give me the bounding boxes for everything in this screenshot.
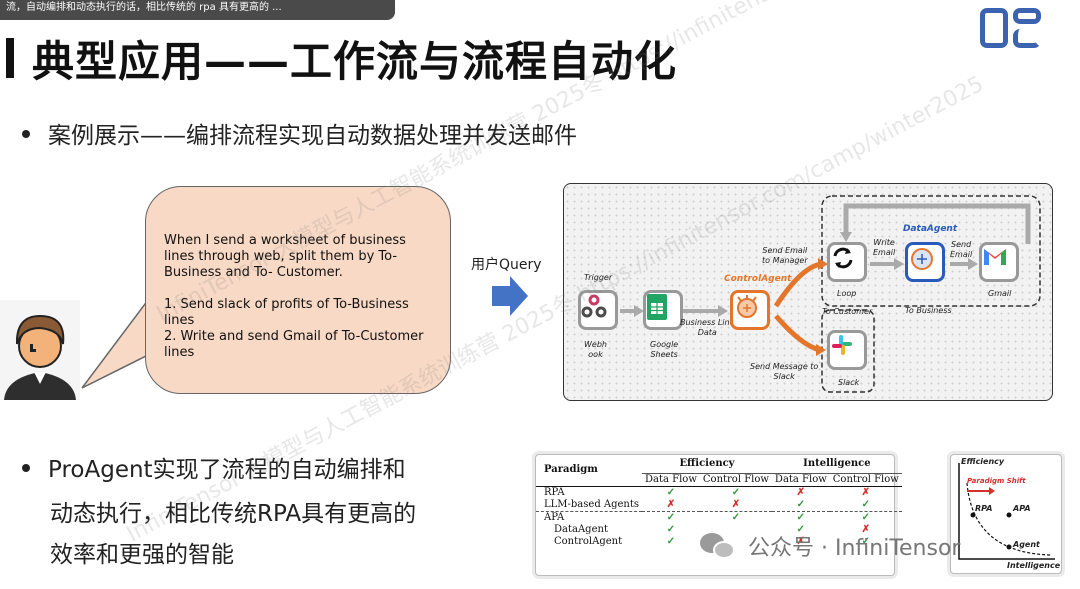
mark-cell: ✓ <box>861 511 870 523</box>
header-paradigm: Paradigm <box>536 455 643 487</box>
wechat-official-account-watermark: 公众号 · InfiniTensor <box>700 530 960 562</box>
bullet-case-demo: 案例展示——编排流程实现自动数据处理并发送邮件 <box>22 116 577 150</box>
mark-cell: ✓ <box>861 498 870 510</box>
header-intelligence: Intelligence <box>771 455 902 474</box>
table-row: ControlAgent ✓ ✗ ✓ <box>536 536 902 548</box>
chart-axes <box>958 463 1055 560</box>
mark-cell: ✓ <box>796 511 806 523</box>
label-gmail: Gmail <box>988 289 1012 298</box>
mark-cell: ✗ <box>796 535 806 547</box>
page-title: 典型应用——工作流与流程自动化 <box>32 37 678 86</box>
wechat-label: 公众号 · InfiniTensor <box>748 536 961 561</box>
bullet-proagent-continued: 动态执行，相比传统RPA具有更高的 效率和更强的智能 <box>50 494 416 576</box>
mark-cell: ✓ <box>731 486 741 498</box>
user-avatar-icon <box>0 300 80 400</box>
webhook-node <box>578 290 618 330</box>
table-row: DataAgent ✓ ✓ ✗ <box>536 524 902 536</box>
row-name: ControlAgent <box>554 535 623 547</box>
mark-cell: ✓ <box>666 486 676 498</box>
mark-cell: ✓ <box>861 535 870 547</box>
bullet-proagent-line3: 效率和更强的智能 <box>50 542 234 568</box>
gmail-icon <box>984 249 1006 265</box>
chart-label-efficiency: Efficiency <box>961 457 1005 466</box>
chart-label-rpa: RPA <box>975 504 993 513</box>
paradigm-comparison-table: Paradigm Efficiency Intelligence Data Fl… <box>535 454 902 576</box>
speech-item-2: 2. Write and send Gmail of To-Customer l… <box>164 329 424 360</box>
speech-intro: When I send a worksheet of business line… <box>164 233 406 280</box>
mark-cell: ✓ <box>666 511 676 523</box>
label-trigger: Trigger <box>584 273 613 282</box>
subheader-data-flow: Data Flow <box>774 473 827 485</box>
bullet-proagent: ProAgent实现了流程的自动编排和 <box>22 450 406 484</box>
mark-cell: ✓ <box>666 523 676 535</box>
brain-icon <box>737 295 757 318</box>
label-to-customer: To Customer <box>822 307 873 316</box>
bullet-proagent-line2: 动态执行，相比传统RPA具有更高的 <box>50 501 417 527</box>
mark-cell: ✗ <box>861 523 870 535</box>
speech-item-1: 1. Send slack of profits of To-Business … <box>164 297 409 328</box>
gmail-node <box>979 242 1019 282</box>
label-loop: Loop <box>837 289 857 298</box>
workflow-connectors <box>620 195 1041 393</box>
chart-label-intelligence: Intelligence <box>1007 561 1061 570</box>
video-caption-text: 流，自动编排和动态执行的话，相比传统的 rpa 具有更高的 ... <box>6 2 282 13</box>
chart-label-apa: APA <box>1013 504 1031 513</box>
mark-cell: ✗ <box>666 498 676 510</box>
mark-cell: ✓ <box>796 523 806 535</box>
mark-cell: ✗ <box>796 486 806 498</box>
chart-label-agent: Agent <box>1013 540 1040 549</box>
table-row: LLM-based Agents ✗ ✗ ✓ ✓ <box>536 498 902 511</box>
subheader-control-flow: Control Flow <box>702 473 769 485</box>
webhook-icon <box>581 294 607 318</box>
slack-node <box>827 330 867 370</box>
slack-icon <box>832 335 852 355</box>
subheader-data-flow: Data Flow <box>645 473 697 485</box>
user-query-label: 用户Query <box>471 257 542 273</box>
wechat-icon <box>700 531 738 561</box>
row-name: APA <box>544 511 565 523</box>
mark-cell: ✓ <box>796 498 806 510</box>
chart-label-paradigm-shift: Paradigm Shift <box>967 477 1026 485</box>
loop-node <box>827 242 867 282</box>
table-row: RPA ✓ ✓ ✗ ✗ <box>536 486 902 499</box>
right-arrow-icon <box>492 276 528 316</box>
bullet-proagent-line1: ProAgent实现了流程的自动编排和 <box>48 457 406 483</box>
paradigm-shift-chart: Efficiency Paradigm Shift RPA APA Agent … <box>950 454 1062 574</box>
video-caption-bar: 流，自动编排和动态执行的话，相比传统的 rpa 具有更高的 ... <box>0 0 395 20</box>
label-control-agent: ControlAgent <box>724 274 792 284</box>
mark-cell: ✗ <box>861 486 870 498</box>
label-slack: Slack <box>838 378 860 387</box>
bullet-case-demo-text: 案例展示——编排流程实现自动数据处理并发送邮件 <box>48 123 577 149</box>
label-data-agent: DataAgent <box>903 224 958 234</box>
table-row: APA ✓ ✓ ✓ ✓ <box>536 511 902 524</box>
google-sheets-node <box>643 290 683 330</box>
user-query-speech-bubble: When I send a worksheet of business line… <box>145 186 451 394</box>
bullet-dot <box>22 463 30 472</box>
row-name: LLM-based Agents <box>544 498 640 510</box>
header-efficiency: Efficiency <box>642 455 772 474</box>
qiyuan-logo <box>980 6 1042 50</box>
row-name: DataAgent <box>554 523 608 535</box>
data-agent-brain-icon <box>911 248 933 270</box>
control-agent-node <box>730 290 770 330</box>
google-sheets-icon <box>647 294 667 320</box>
subheader-control-flow: Control Flow <box>832 473 899 485</box>
mark-cell: ✓ <box>666 535 676 547</box>
title-accent-bar <box>6 38 14 78</box>
mark-cell: ✓ <box>731 511 741 523</box>
label-to-business: To Business <box>905 306 952 315</box>
mark-cell: ✗ <box>731 498 741 510</box>
bullet-dot <box>22 129 30 138</box>
data-agent-node <box>905 242 945 282</box>
loop-icon <box>833 247 853 269</box>
row-name: RPA <box>544 486 565 498</box>
